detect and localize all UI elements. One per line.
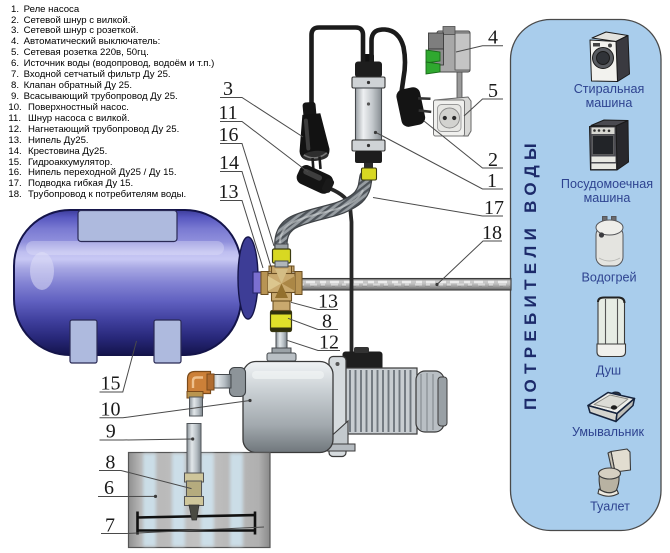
svg-text:8: 8 bbox=[105, 452, 115, 474]
svg-text:3: 3 bbox=[223, 78, 233, 100]
svg-text:2: 2 bbox=[488, 149, 498, 171]
svg-text:7: 7 bbox=[105, 515, 115, 537]
svg-text:15: 15 bbox=[101, 373, 121, 395]
svg-text:10: 10 bbox=[101, 399, 121, 421]
svg-text:18: 18 bbox=[482, 222, 502, 244]
svg-text:16: 16 bbox=[219, 124, 239, 146]
svg-text:14: 14 bbox=[219, 152, 239, 174]
svg-text:машина: машина bbox=[586, 96, 633, 110]
svg-text:машина: машина bbox=[584, 191, 631, 205]
svg-text:6: 6 bbox=[104, 477, 114, 499]
svg-text:4: 4 bbox=[488, 27, 498, 49]
svg-text:5: 5 bbox=[488, 80, 498, 102]
svg-text:17: 17 bbox=[484, 197, 504, 219]
svg-text:11: 11 bbox=[218, 102, 237, 124]
svg-text:13: 13 bbox=[219, 181, 239, 203]
svg-text:1: 1 bbox=[487, 170, 497, 192]
svg-text:Туалет: Туалет bbox=[590, 500, 630, 514]
svg-text:Умывальник: Умывальник bbox=[572, 425, 645, 439]
svg-text:12: 12 bbox=[319, 332, 339, 354]
svg-text:8: 8 bbox=[322, 311, 332, 333]
svg-text:Водогрей: Водогрей bbox=[581, 271, 636, 285]
svg-text:ПОТРЕБИТЕЛИ ВОДЫ: ПОТРЕБИТЕЛИ ВОДЫ bbox=[521, 138, 540, 410]
svg-text:Душ: Душ bbox=[596, 364, 621, 378]
svg-text:Стиральная: Стиральная bbox=[574, 82, 645, 96]
svg-text:13: 13 bbox=[318, 291, 338, 313]
svg-text:9: 9 bbox=[106, 421, 116, 443]
svg-text:Посудомоечная: Посудомоечная bbox=[561, 177, 653, 191]
